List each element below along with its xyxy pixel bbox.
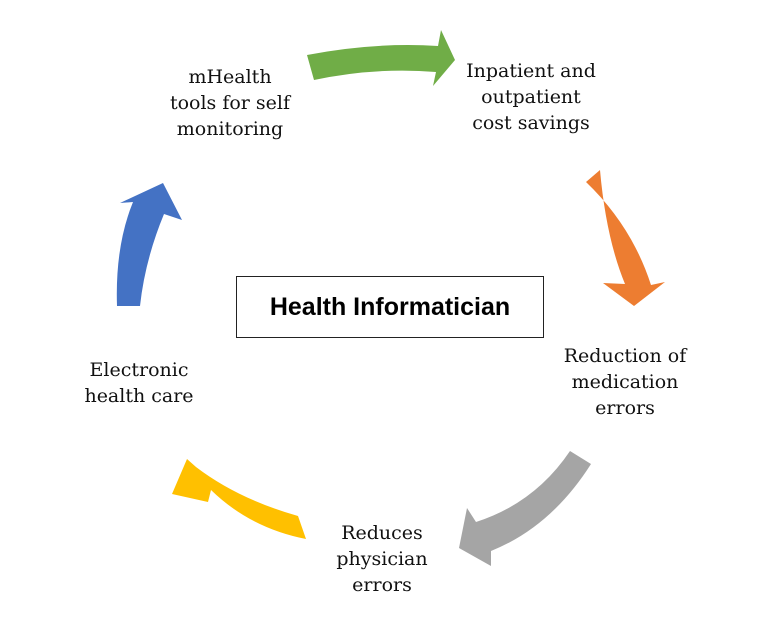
center-box: Health Informatician	[236, 276, 544, 338]
node-line: outpatient	[481, 86, 581, 108]
node-electronic-health-care: Electronic health care	[84, 357, 193, 409]
node-mhealth-tools: mHealth tools for self monitoring	[170, 64, 290, 142]
node-line: Reduction of	[563, 345, 687, 367]
arrow-cost-savings-to-medication-errors	[586, 170, 665, 306]
node-line: medication	[571, 371, 679, 393]
node-line: health care	[84, 385, 194, 407]
node-line: tools for self	[169, 92, 291, 114]
arrow-electronic-health-care-to-mhealth	[116, 183, 182, 306]
node-line: physician	[336, 548, 428, 570]
node-physician-errors: Reduces physician errors	[336, 520, 427, 598]
node-line: mHealth	[188, 66, 272, 88]
node-line: errors	[352, 574, 412, 596]
arrow-mhealth-to-cost-savings	[307, 30, 455, 86]
node-line: errors	[595, 397, 655, 419]
node-line: monitoring	[176, 118, 284, 140]
node-line: cost savings	[472, 112, 590, 134]
node-line: Inpatient and	[466, 60, 596, 82]
node-cost-savings: Inpatient and outpatient cost savings	[466, 58, 596, 136]
center-title: Health Informatician	[269, 292, 511, 321]
node-medication-errors: Reduction of medication errors	[564, 343, 687, 421]
arrow-physician-errors-to-electronic-health-care	[172, 459, 306, 539]
node-line: Electronic	[89, 359, 189, 381]
arrow-medication-errors-to-physician-errors	[459, 451, 591, 566]
node-line: Reduces	[341, 522, 423, 544]
